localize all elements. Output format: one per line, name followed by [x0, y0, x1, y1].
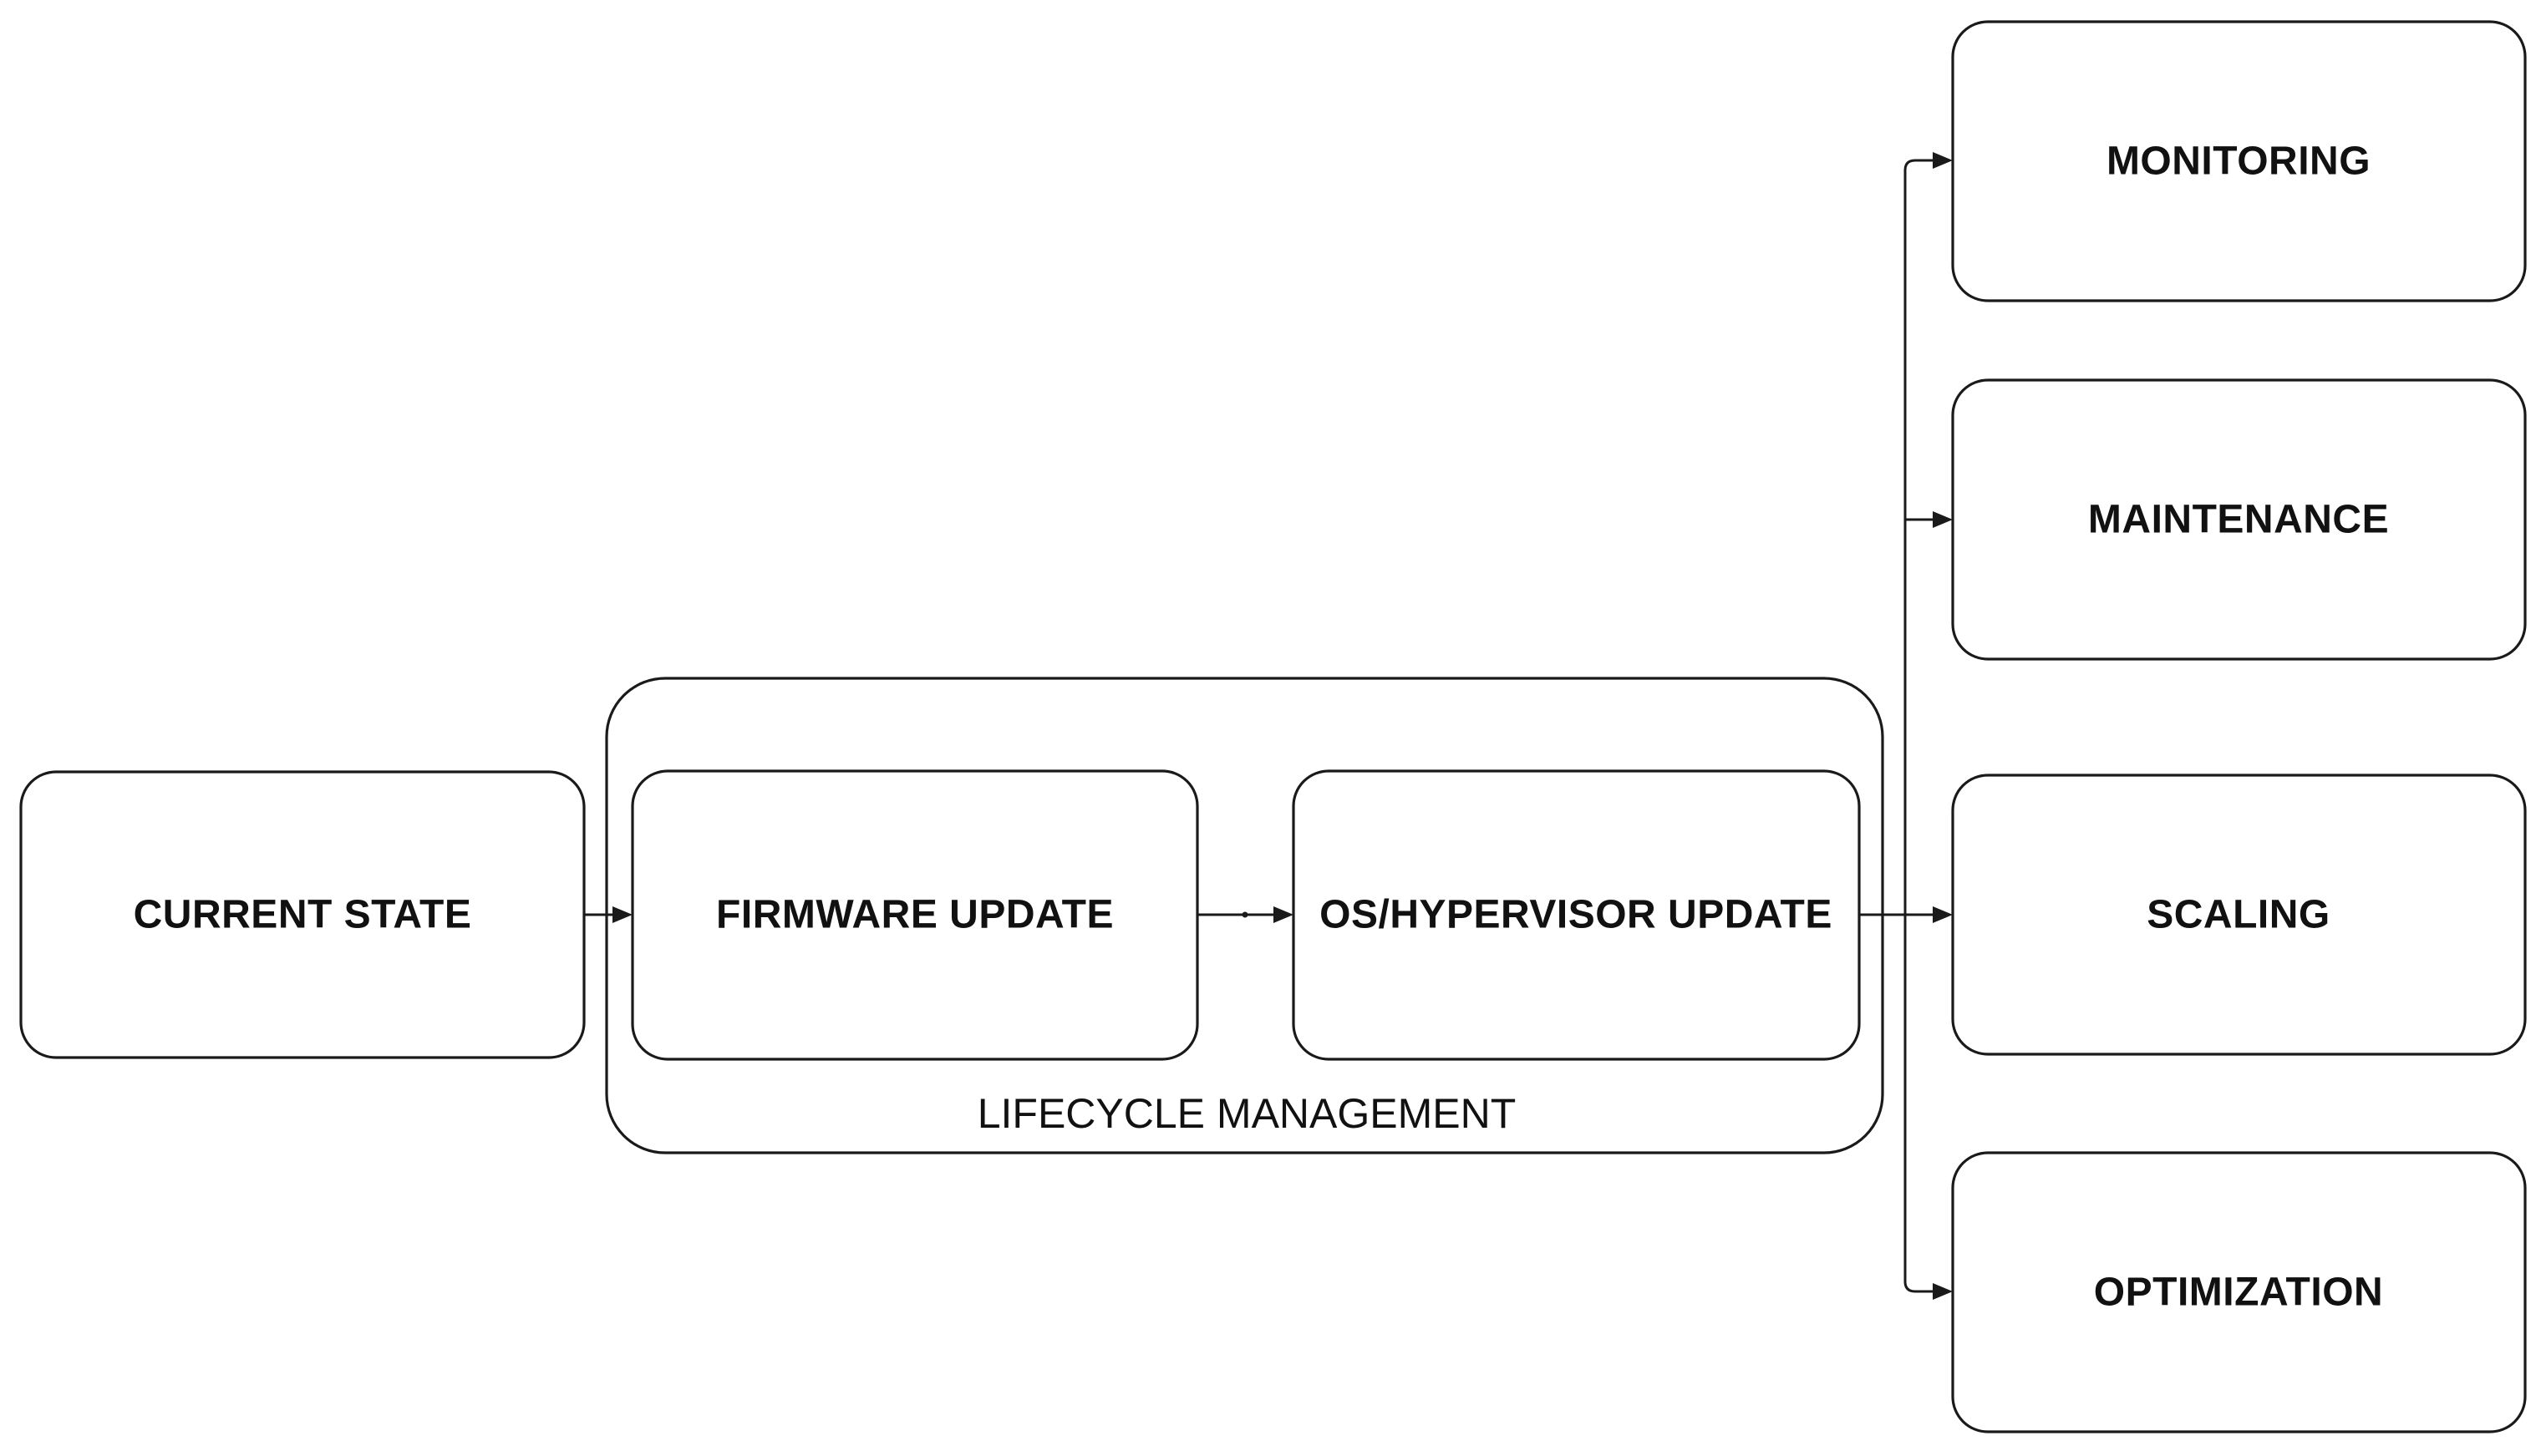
maintenance-box [1951, 378, 2527, 661]
node-maintenance: MAINTENANCE [1951, 378, 2527, 661]
monitoring-box [1951, 20, 2527, 302]
node-optimization: OPTIMIZATION [1951, 1151, 2527, 1433]
edge-trunk-to-optimization [1903, 915, 1953, 1300]
scaling-box [1951, 774, 2527, 1056]
monitoring-label: MONITORING [2106, 140, 2371, 184]
node-scaling: SCALING [1951, 774, 2527, 1056]
edge-trunk-to-monitoring [1903, 152, 1953, 915]
firmware-update-label: FIRMWARE UPDATE [716, 893, 1114, 937]
os-hypervisor-update-box [1292, 769, 1861, 1061]
optimization-label: OPTIMIZATION [2094, 1271, 2383, 1315]
node-os-hypervisor-update: OS/HYPERVISOR UPDATE [1292, 769, 1861, 1061]
node-current-state: CURRENT STATE [19, 770, 586, 1059]
group-lifecycle-management: LIFECYCLE MANAGEMENT [605, 677, 1884, 1154]
node-firmware-update: FIRMWARE UPDATE [631, 769, 1199, 1061]
lifecycle-management-label: LIFECYCLE MANAGEMENT [978, 1090, 1517, 1137]
node-monitoring: MONITORING [1951, 20, 2527, 302]
edge-waypoint-dot [1242, 911, 1248, 918]
firmware-update-box [631, 769, 1199, 1061]
maintenance-label: MAINTENANCE [2088, 498, 2389, 542]
current-state-label: CURRENT STATE [134, 893, 472, 937]
scaling-label: SCALING [2147, 893, 2330, 937]
os-hypervisor-update-label: OS/HYPERVISOR UPDATE [1319, 893, 1832, 937]
current-state-box [19, 770, 586, 1059]
edges [584, 152, 1953, 1300]
optimization-box [1951, 1151, 2527, 1433]
